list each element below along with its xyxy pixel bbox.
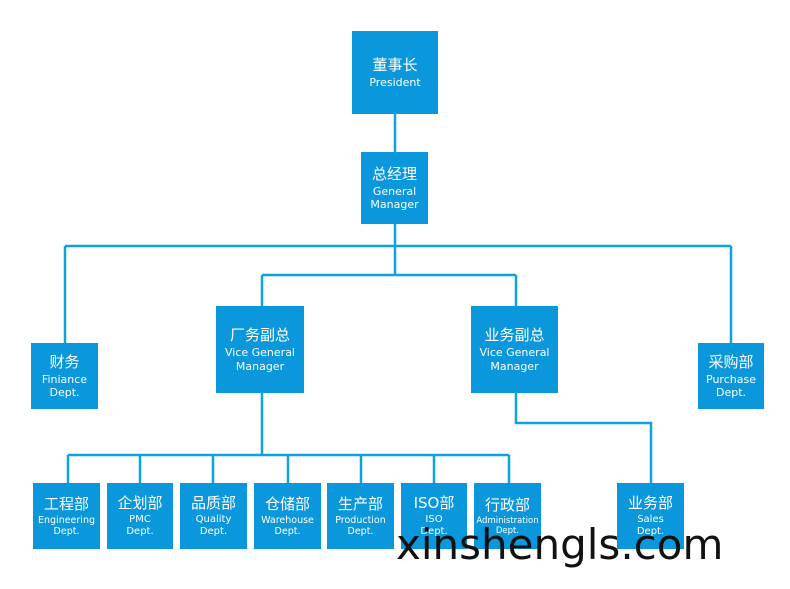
president-zh: 董事长 [372,55,418,74]
iso-en: ISO Dept. [420,514,448,537]
business-vp-en: Vice General Manager [479,346,550,373]
purchase-en: Purchase Dept. [706,372,756,399]
warehouse-box: 仓储部 Warehouse Dept. [254,483,321,549]
engineering-box: 工程部 Engineering Dept. [33,483,100,549]
purchase-zh: 采购部 [708,352,754,371]
watermark-text: xinshengls.com [396,520,724,569]
finance-en: Finiance Dept. [41,372,88,399]
administration-en: Administration Dept. [476,515,539,536]
business-vp-box: 业务副总 Vice General Manager [471,306,558,393]
warehouse-en: Warehouse Dept. [261,514,314,537]
production-en: Production Dept. [335,514,386,537]
production-box: 生产部 Production Dept. [327,483,394,549]
president-box: 董事长 President [352,31,438,114]
business-vp-zh: 业务副总 [484,326,545,345]
sales-en: Sales Dept. [636,514,665,537]
iso-box: ISO部 ISO Dept. [401,483,467,549]
connector-sales [514,393,653,483]
quality-en: Quality Dept. [195,514,232,537]
engineering-zh: 工程部 [43,494,89,513]
general-manager-box: 总经理 General Manager [361,152,428,224]
finance-box: 财务 Finiance Dept. [31,343,98,409]
finance-zh: 财务 [49,352,80,371]
factory-vp-en: Vice General Manager [224,346,295,373]
warehouse-zh: 仓储部 [264,494,310,513]
general-manager-en: General Manager [370,184,419,211]
iso-zh: ISO部 [413,494,455,512]
quality-zh: 品质部 [190,494,236,512]
administration-box: 行政部 Administration Dept. [474,483,541,549]
pmc-zh: 企划部 [117,494,163,512]
administration-zh: 行政部 [484,495,530,514]
president-en: President [369,75,421,89]
general-manager-zh: 总经理 [371,164,417,183]
pmc-box: 企划部 PMC Dept. [107,483,173,549]
quality-box: 品质部 Quality Dept. [180,483,247,549]
sales-box: 业务部 Sales Dept. [617,483,684,549]
production-zh: 生产部 [337,494,383,513]
pmc-en: PMC Dept. [126,514,154,537]
sales-zh: 业务部 [627,494,673,512]
factory-vp-box: 厂务副总 Vice General Manager [216,306,304,393]
engineering-en: Engineering Dept. [38,514,95,537]
factory-vp-zh: 厂务副总 [229,326,290,345]
purchase-box: 采购部 Purchase Dept. [698,343,764,409]
